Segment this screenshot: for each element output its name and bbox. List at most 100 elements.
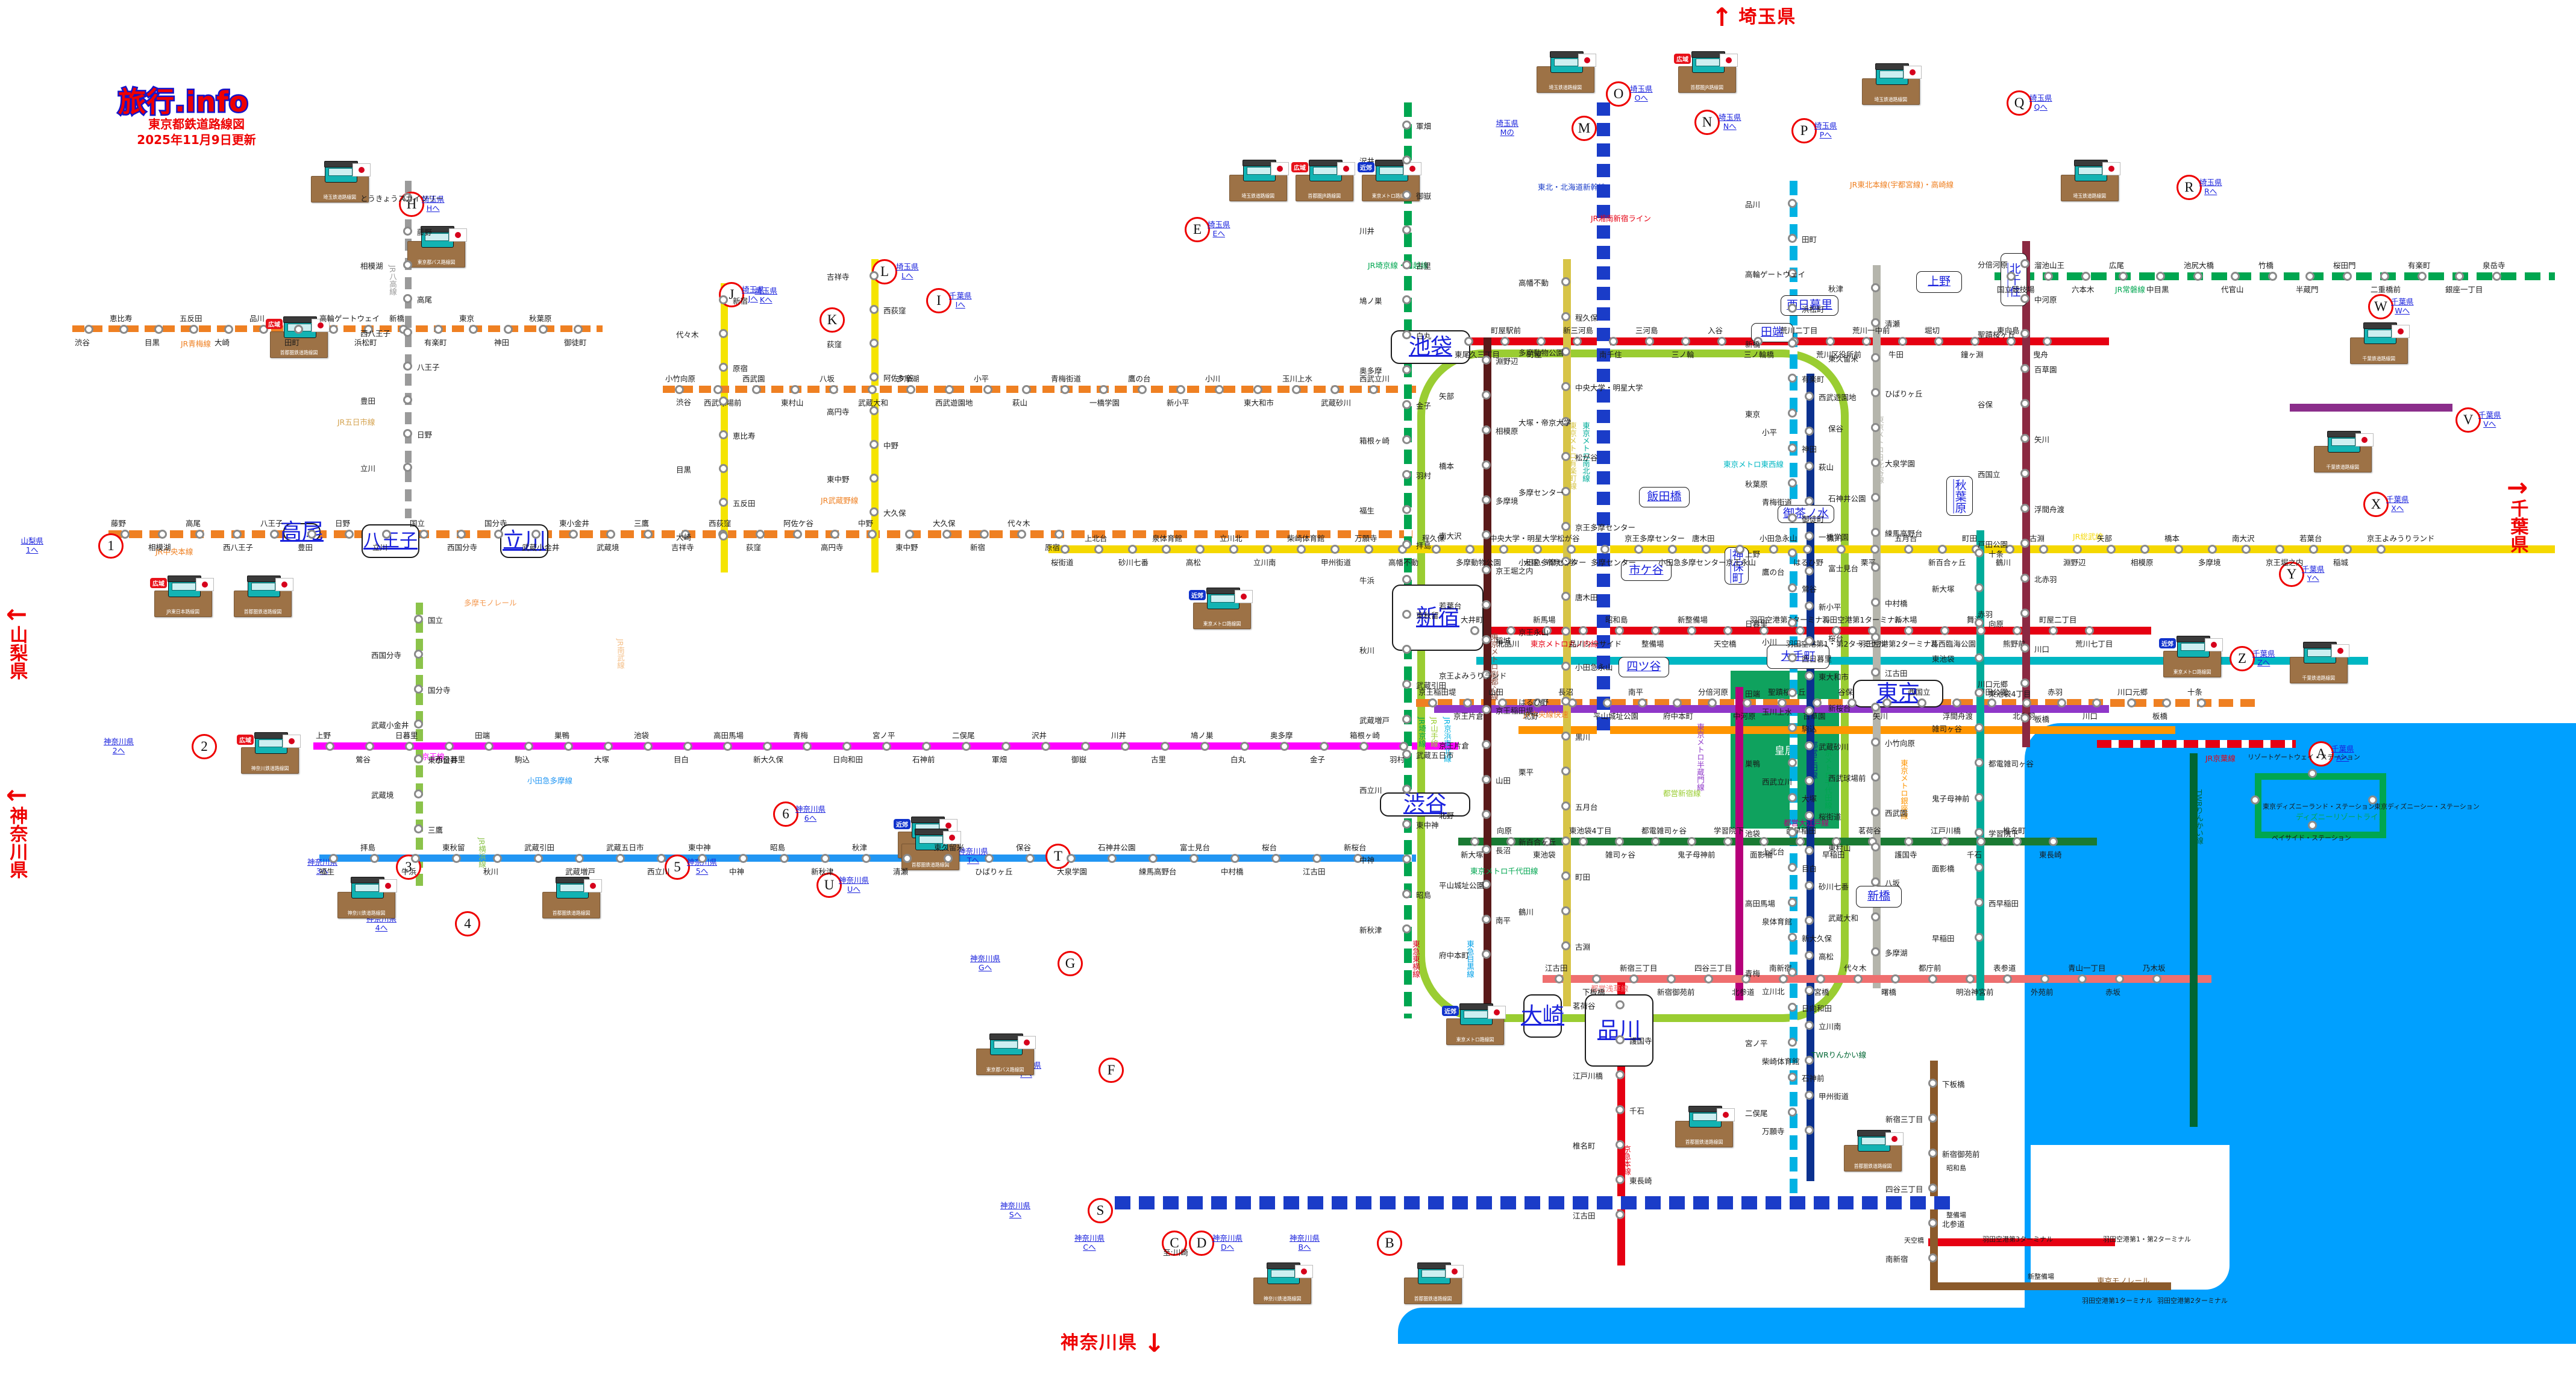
station-dot-disney-1[interactable] [2251,795,2260,804]
station-dot[interactable] [1081,742,1090,751]
station-dot[interactable] [1805,986,1814,995]
station-dot[interactable] [1917,698,1926,707]
station-dot[interactable] [1805,1056,1814,1065]
station-dot[interactable] [1847,698,1857,707]
station-dot[interactable] [1543,837,1552,846]
station-dot[interactable] [329,854,338,863]
station-dot[interactable] [1788,304,1797,313]
station-dot[interactable] [364,325,373,334]
station-dot[interactable] [1280,742,1289,751]
station-dot[interactable] [1717,337,1726,346]
station-dot[interactable] [1788,1073,1797,1082]
station-dot[interactable] [1743,698,1752,707]
station-dot[interactable] [1940,626,1949,635]
station-box-八王子[interactable]: 八王子 [362,524,419,558]
connector-circle-C[interactable]: C [1162,1231,1187,1256]
station-dot[interactable] [1561,312,1570,321]
station-dot[interactable] [1870,545,1879,554]
map-link-icon-12[interactable]: 首都圏鉄道路線図 [1404,1262,1464,1304]
station-dot[interactable] [1871,912,1880,921]
station-dot[interactable] [1934,337,1943,346]
station-box-渋谷[interactable]: 渋谷 [1380,792,1470,817]
station-dot[interactable] [524,742,533,751]
station-dot[interactable] [1760,837,1769,846]
station-dot[interactable] [233,530,242,539]
station-dot[interactable] [2020,609,2029,618]
station-dot[interactable] [1561,906,1570,915]
station-dot[interactable] [2007,337,2016,346]
station-dot[interactable] [403,328,412,337]
station-dot[interactable] [1788,618,1797,627]
station-dot[interactable] [403,429,412,438]
station-dot[interactable] [1975,583,1984,592]
station-dot[interactable] [1928,1218,1937,1228]
station-dot[interactable] [539,325,548,334]
station-dot[interactable] [1543,626,1552,635]
site-logo[interactable]: 旅行.info 東京都鉄道路線図 2025年11月9日更新 [117,87,275,148]
station-dot[interactable] [365,742,374,751]
station-dot[interactable] [189,325,198,334]
station-dot[interactable] [325,742,334,751]
station-dot[interactable] [403,260,412,269]
station-dot[interactable] [868,530,877,539]
station-dot[interactable] [1200,742,1209,751]
station-dot[interactable] [414,650,423,659]
station-dot[interactable] [2275,545,2284,554]
station-dot[interactable] [1561,452,1570,461]
station-dot[interactable] [1687,837,1696,846]
station-dot[interactable] [2073,545,2082,554]
station-dot[interactable] [1482,356,1491,365]
station-dot[interactable] [1108,854,1117,863]
station-dot[interactable] [1402,400,1411,409]
station-dot[interactable] [445,742,454,751]
station-dot[interactable] [1561,697,1570,706]
station-dot[interactable] [434,325,443,334]
station-dot[interactable] [1482,460,1491,469]
station-dot[interactable] [1615,1175,1625,1184]
station-dot[interactable] [493,854,502,863]
station-dot[interactable] [2119,272,2128,281]
station-dot[interactable] [1561,382,1570,391]
station-dot[interactable] [1788,723,1797,732]
station-dot[interactable] [1803,545,1812,554]
station-dot[interactable] [980,530,989,539]
station-dot[interactable] [2020,399,2029,408]
connector-circle-R[interactable]: R [2176,175,2202,200]
connector-circle-K[interactable]: K [819,307,845,333]
station-dot[interactable] [1928,1184,1937,1193]
station-dot[interactable] [1854,974,1863,983]
station-dot[interactable] [1017,530,1026,539]
station-dot[interactable] [1402,715,1411,724]
station-dot[interactable] [1816,974,1825,983]
station-dot[interactable] [574,325,583,334]
station-dot[interactable] [2115,974,2124,983]
station-dot[interactable] [1687,626,1696,635]
station-dot[interactable] [1561,941,1570,950]
station-dot[interactable] [1402,365,1411,374]
station-box-池袋[interactable]: 池袋 [1391,330,1470,364]
connector-circle-P[interactable]: P [1791,118,1817,143]
station-dot[interactable] [719,363,728,372]
station-dot[interactable] [1359,742,1368,751]
station-dot[interactable] [2231,272,2240,281]
station-dot[interactable] [1138,385,1147,394]
station-dot[interactable] [1805,671,1814,680]
map-link-icon-7[interactable]: 首都圏鉄道路線図 [542,877,602,918]
map-link-icon-14[interactable]: 首都圏JR路線図広域 [1291,160,1355,201]
station-dot[interactable] [2193,272,2202,281]
station-dot[interactable] [698,854,707,863]
map-link-icon-24[interactable]: 東京メトロ路線図近郊 [1189,588,1253,629]
station-dot[interactable] [2455,272,2464,281]
connector-circle-2[interactable]: 2 [192,734,217,759]
station-dot[interactable] [945,385,954,394]
station-dot[interactable] [1862,337,1871,346]
station-dot[interactable] [675,385,684,394]
station-dot[interactable] [1952,698,1961,707]
station-dot[interactable] [803,742,812,751]
station-dot[interactable] [2020,679,2029,688]
station-dot[interactable] [2092,698,2101,707]
station-dot[interactable] [1067,854,1076,863]
station-dot[interactable] [983,385,992,394]
station-dot[interactable] [1330,385,1340,394]
station-dot[interactable] [1805,916,1814,925]
